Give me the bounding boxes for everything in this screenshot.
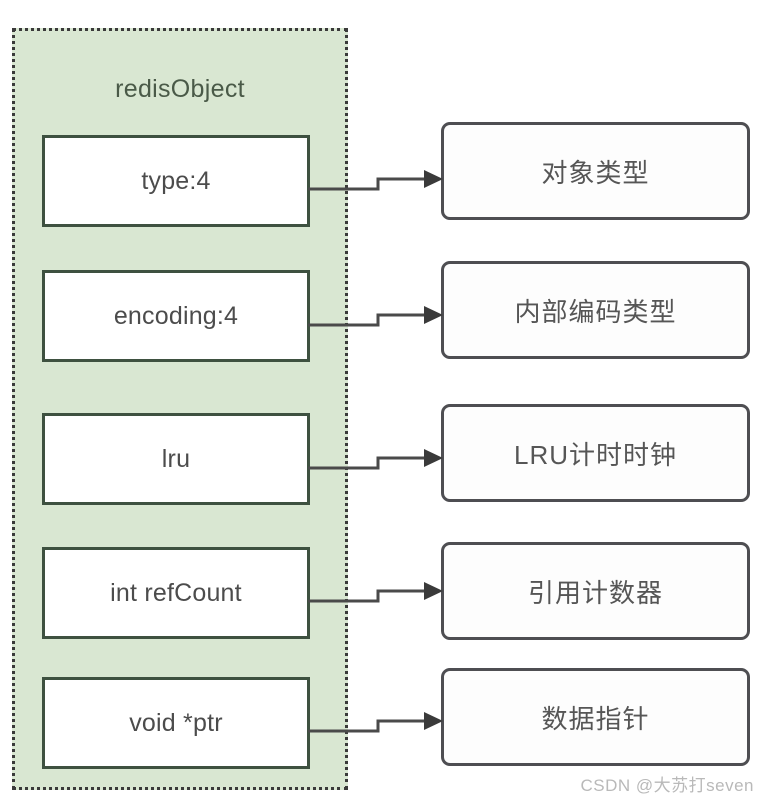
desc-label: 数据指针	[541, 703, 650, 734]
desc-label: 内部编码类型	[514, 296, 677, 327]
desc-label: LRU计时时钟	[513, 439, 677, 470]
field-label: lru	[161, 444, 191, 473]
field-label: int refCount	[110, 578, 242, 607]
desc-label: 引用计数器	[527, 577, 663, 608]
desc-box-object-type[interactable]: 对象类型	[441, 122, 750, 220]
desc-label: 对象类型	[541, 157, 650, 188]
field-box-ptr[interactable]: void *ptr	[42, 677, 310, 769]
watermark: CSDN @大苏打seven	[580, 776, 754, 795]
desc-box-internal-encoding-type[interactable]: 内部编码类型	[441, 261, 750, 359]
field-box-refcount[interactable]: int refCount	[42, 547, 310, 639]
field-label: type:4	[141, 166, 211, 195]
field-box-lru[interactable]: lru	[42, 413, 310, 505]
field-box-encoding[interactable]: encoding:4	[42, 270, 310, 362]
desc-box-ref-counter[interactable]: 引用计数器	[441, 542, 750, 640]
field-label: void *ptr	[129, 708, 223, 737]
desc-box-lru-clock[interactable]: LRU计时时钟	[441, 404, 750, 502]
desc-box-data-pointer[interactable]: 数据指针	[441, 668, 750, 766]
field-box-type[interactable]: type:4	[42, 135, 310, 227]
struct-title: redisObject	[115, 75, 245, 103]
field-label: encoding:4	[113, 301, 239, 330]
